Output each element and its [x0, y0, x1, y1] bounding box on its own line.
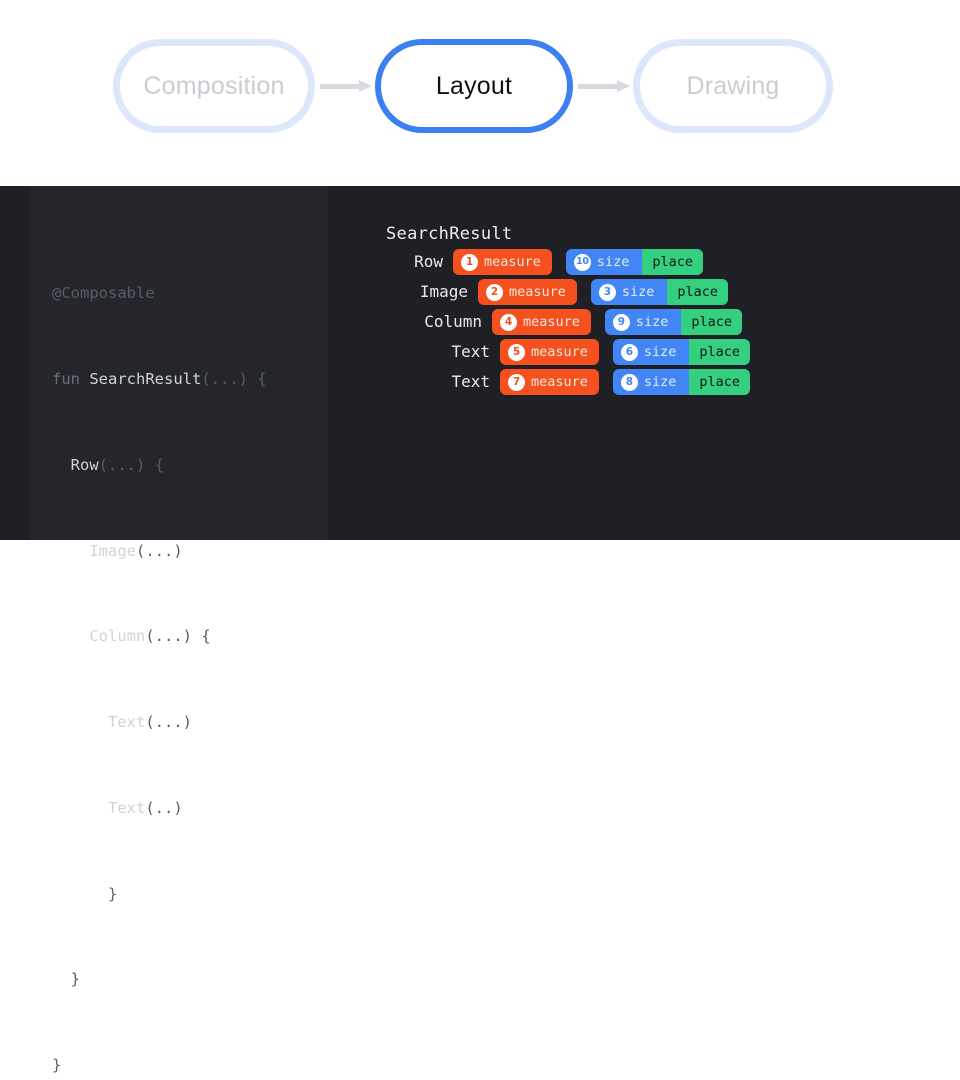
code-line: }: [70, 970, 81, 989]
measure-chip[interactable]: 7 measure: [500, 369, 599, 395]
tree-row: Row 1 measure 10 size place: [414, 249, 704, 275]
step-number: 6: [620, 343, 638, 361]
code-line: Image(...): [89, 541, 183, 560]
arrow-shaft: [578, 84, 617, 89]
tree-row: Column 4 measure 9 size place: [424, 309, 743, 335]
tree-title: SearchResult: [386, 224, 513, 244]
step-number: 3: [598, 283, 616, 301]
code-line: }: [108, 884, 118, 903]
measure-chip[interactable]: 1 measure: [453, 249, 552, 275]
measure-label: measure: [484, 254, 541, 270]
measure-chip[interactable]: 5 measure: [500, 339, 599, 365]
step-number: 2: [486, 283, 503, 301]
arrow-head: [359, 80, 372, 92]
measure-label: measure: [531, 374, 588, 390]
arrow-right-icon: [320, 80, 372, 92]
measure-label: measure: [531, 344, 588, 360]
place-label: place: [642, 249, 704, 275]
code-annotation: @Composable: [52, 284, 155, 303]
size-place-chip[interactable]: 10 size place: [565, 249, 704, 275]
code-line: Row(...) {: [70, 455, 165, 474]
step-number: 5: [508, 343, 525, 361]
measure-label: measure: [509, 284, 566, 300]
arrow-right-icon: [578, 80, 630, 92]
tree-row-label: Row: [414, 252, 443, 271]
step-number: 8: [620, 373, 638, 391]
code-line: fun SearchResult(...) {: [52, 369, 267, 388]
step-number: 1: [461, 253, 478, 271]
tree-row-label: Text: [451, 342, 490, 361]
step-number: 7: [508, 373, 525, 391]
code-line: @Composable: [52, 279, 267, 308]
phase-label-layout: Layout: [435, 71, 513, 100]
size-place-chip[interactable]: 8 size place: [612, 369, 751, 395]
code-line: Text(..): [108, 798, 183, 817]
arrow-shaft: [320, 84, 359, 89]
step-number: 10: [573, 253, 591, 271]
measure-chip[interactable]: 2 measure: [478, 279, 577, 305]
place-label: place: [689, 339, 751, 365]
size-label: size: [596, 254, 630, 270]
tree-row: Text 5 measure 6 size place: [451, 339, 751, 365]
size-label: size: [635, 314, 669, 330]
phase-pill-drawing[interactable]: Drawing: [633, 39, 833, 133]
phase-diagram: Composition Layout Drawing: [0, 0, 960, 186]
arrow-head: [617, 80, 630, 92]
place-label: place: [681, 309, 743, 335]
code-line: }: [52, 1056, 62, 1075]
phase-label-composition: Composition: [143, 71, 285, 100]
step-number: 4: [500, 313, 517, 331]
tree-row: Image 2 measure 3 size place: [420, 279, 729, 305]
code-surface: [30, 186, 328, 540]
size-label: size: [621, 284, 655, 300]
size-place-chip[interactable]: 6 size place: [612, 339, 751, 365]
code-line: Text(...): [108, 713, 192, 732]
tree-row: Text 7 measure 8 size place: [451, 369, 751, 395]
phase-pill-composition[interactable]: Composition: [113, 39, 315, 133]
size-place-chip[interactable]: 3 size place: [590, 279, 729, 305]
step-number: 9: [612, 313, 630, 331]
measure-chip[interactable]: 4 measure: [492, 309, 591, 335]
measure-label: measure: [523, 314, 580, 330]
layout-phase-tree: SearchResult Row 1 measure 10 size place…: [386, 222, 751, 395]
tree-row-label: Text: [451, 372, 490, 391]
code-line: Column(...) {: [89, 627, 211, 646]
size-label: size: [643, 344, 677, 360]
size-place-chip[interactable]: 9 size place: [604, 309, 743, 335]
size-label: size: [643, 374, 677, 390]
content-panel: [0, 186, 960, 540]
code-listing: @Composable fun SearchResult(...) { Row(…: [52, 222, 267, 1080]
place-label: place: [689, 369, 751, 395]
tree-row-label: Image: [419, 282, 468, 301]
phase-label-drawing: Drawing: [686, 71, 780, 100]
phase-pill-layout[interactable]: Layout: [375, 39, 573, 133]
place-label: place: [667, 279, 729, 305]
tree-row-label: Column: [424, 312, 482, 331]
